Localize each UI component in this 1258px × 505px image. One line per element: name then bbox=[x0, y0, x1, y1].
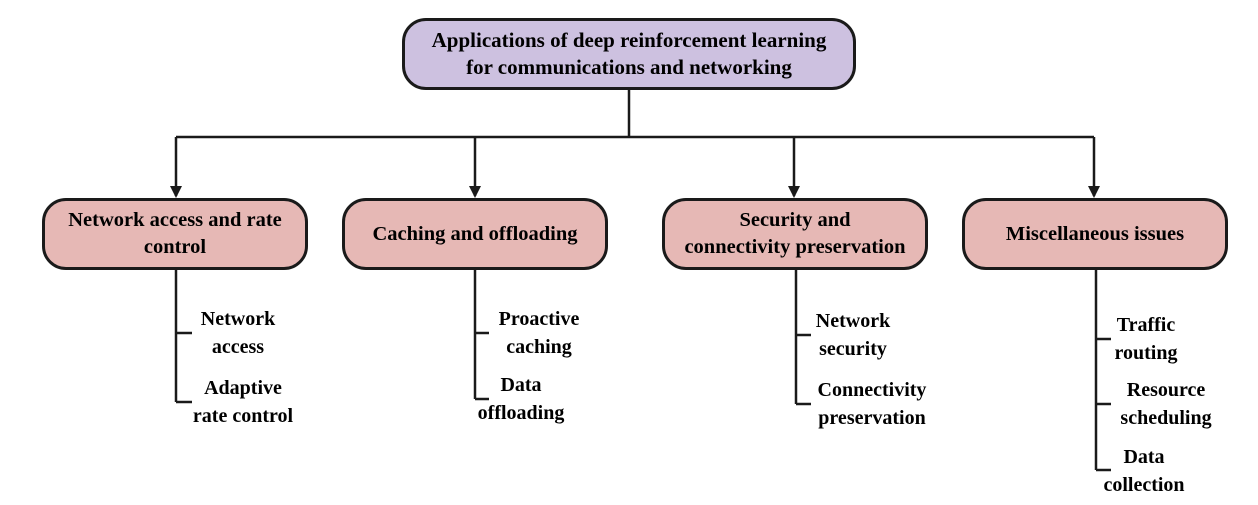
item-line-2: rate control bbox=[192, 405, 294, 427]
item-traffic-routing: Traffic routing bbox=[1098, 311, 1194, 367]
item-line-1: Network bbox=[200, 308, 276, 330]
category-label-line-2: connectivity preservation bbox=[684, 236, 906, 258]
root-title-line-2: for communications and networking bbox=[466, 55, 792, 79]
item-adaptive-rate-control: Adaptive rate control bbox=[178, 374, 308, 430]
item-line-1: Connectivity bbox=[817, 379, 927, 401]
item-line-1: Network bbox=[815, 310, 891, 332]
item-line-1: Adaptive bbox=[204, 377, 282, 399]
category-network-access: Network access and rate control bbox=[42, 198, 308, 270]
item-line-2: collection bbox=[1103, 474, 1185, 496]
category-miscellaneous: Miscellaneous issues bbox=[962, 198, 1228, 270]
item-line-2: preservation bbox=[818, 407, 926, 429]
category-label-line-2: control bbox=[143, 236, 207, 258]
item-line-2: routing bbox=[1114, 342, 1178, 364]
category-label-line-1: Security and bbox=[739, 209, 851, 232]
root-node: Applications of deep reinforcement learn… bbox=[402, 18, 856, 90]
item-line-1: Data bbox=[500, 374, 542, 396]
category-label-line-1: Caching and offloading bbox=[372, 222, 578, 245]
item-data-collection: Data collection bbox=[1094, 443, 1194, 499]
category-security-connectivity: Security and connectivity preservation bbox=[662, 198, 928, 270]
item-resource-scheduling: Resource scheduling bbox=[1110, 376, 1222, 432]
item-line-2: offloading bbox=[477, 402, 565, 424]
item-proactive-caching: Proactive caching bbox=[484, 305, 594, 361]
item-data-offloading: Data offloading bbox=[466, 371, 576, 427]
item-network-access: Network access bbox=[188, 305, 288, 361]
item-line-1: Data bbox=[1123, 446, 1165, 468]
item-connectivity-preservation: Connectivity preservation bbox=[806, 376, 938, 432]
item-line-2: caching bbox=[506, 336, 572, 358]
item-line-1: Proactive bbox=[498, 308, 580, 330]
item-line-2: security bbox=[819, 338, 887, 360]
item-line-2: access bbox=[211, 336, 265, 358]
category-label-line-1: Network access and rate bbox=[68, 209, 282, 232]
item-network-security: Network security bbox=[803, 307, 903, 363]
category-caching-offloading: Caching and offloading bbox=[342, 198, 608, 270]
category-label-line-1: Miscellaneous issues bbox=[1005, 222, 1185, 245]
item-line-1: Traffic bbox=[1116, 314, 1176, 336]
root-title-line-1: Applications of deep reinforcement learn… bbox=[431, 27, 827, 52]
item-line-2: scheduling bbox=[1120, 407, 1212, 429]
item-line-1: Resource bbox=[1126, 379, 1206, 401]
